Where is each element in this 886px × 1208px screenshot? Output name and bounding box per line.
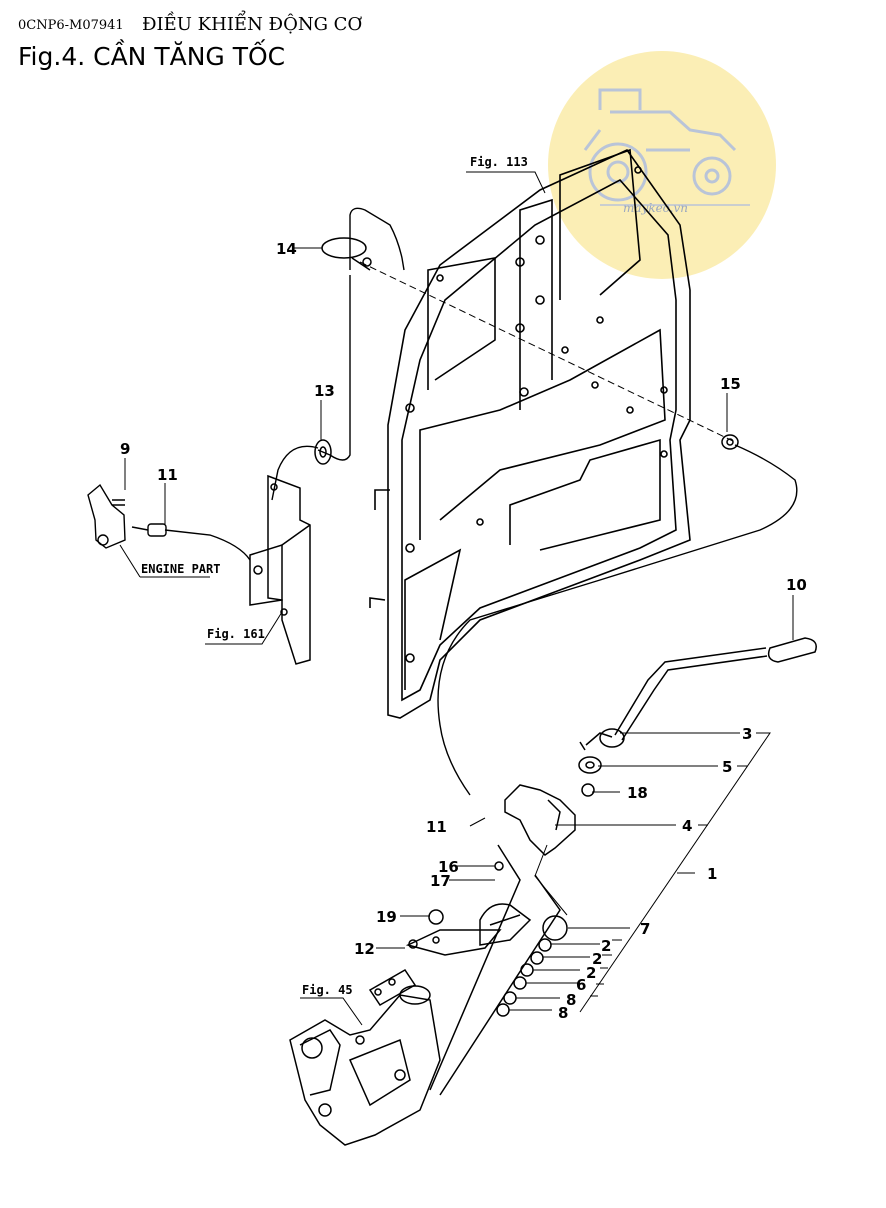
base-bracket: [289, 969, 441, 1146]
lever-assembly: [405, 637, 817, 1096]
label-17: 17: [430, 872, 451, 890]
label-2-c: 2: [586, 964, 596, 982]
label-13: 13: [314, 382, 335, 400]
side-bracket: [249, 474, 311, 665]
label-7: 7: [640, 920, 650, 938]
ref-engine-part: ENGINE PART: [141, 562, 220, 576]
figure-title: Fig.4. CẦN TĂNG TỐC: [18, 42, 286, 71]
label-3: 3: [742, 725, 752, 743]
grommet-13: [314, 439, 332, 465]
label-11-top: 11: [157, 466, 178, 484]
leader-lines: [119, 171, 794, 1026]
part-labels: 14 13 15 9 11 10 3 5 18 4 11 16 17 1 19 …: [120, 240, 807, 1022]
label-8-b: 8: [558, 1004, 568, 1022]
label-12: 12: [354, 940, 375, 958]
label-11-bottom: 11: [426, 818, 447, 836]
label-10: 10: [786, 576, 807, 594]
reference-labels: Fig. 113 Fig. 161 Fig. 45 ENGINE PART: [141, 155, 528, 997]
watermark-circle: [548, 51, 776, 279]
label-5: 5: [722, 758, 732, 776]
label-19: 19: [376, 908, 397, 926]
label-2-a: 2: [601, 937, 611, 955]
mounting-panel: [369, 148, 691, 719]
label-1: 1: [707, 865, 717, 883]
label-9: 9: [120, 440, 130, 458]
section-title: ĐIỀU KHIỂN ĐỘNG CƠ: [142, 14, 363, 35]
label-18: 18: [627, 784, 648, 802]
document-code: 0CNP6-M07941: [18, 18, 124, 33]
label-4: 4: [682, 817, 692, 835]
ref-fig-161: Fig. 161: [207, 627, 265, 641]
label-14: 14: [276, 240, 297, 258]
engine-linkage: [87, 483, 167, 549]
watermark: maykeo.vn: [548, 51, 776, 279]
watermark-text: maykeo.vn: [623, 201, 688, 215]
grommet-15: [721, 434, 739, 450]
label-6: 6: [576, 976, 586, 994]
label-16: 16: [438, 858, 459, 876]
clamp-14: [321, 237, 372, 271]
accelerator-cable: [164, 207, 798, 796]
tractor-icon: [583, 88, 737, 202]
label-8-a: 8: [566, 991, 576, 1009]
ref-fig-113: Fig. 113: [470, 155, 528, 169]
label-2-b: 2: [592, 950, 602, 968]
label-15: 15: [720, 375, 741, 393]
ref-fig-45: Fig. 45: [302, 983, 353, 997]
